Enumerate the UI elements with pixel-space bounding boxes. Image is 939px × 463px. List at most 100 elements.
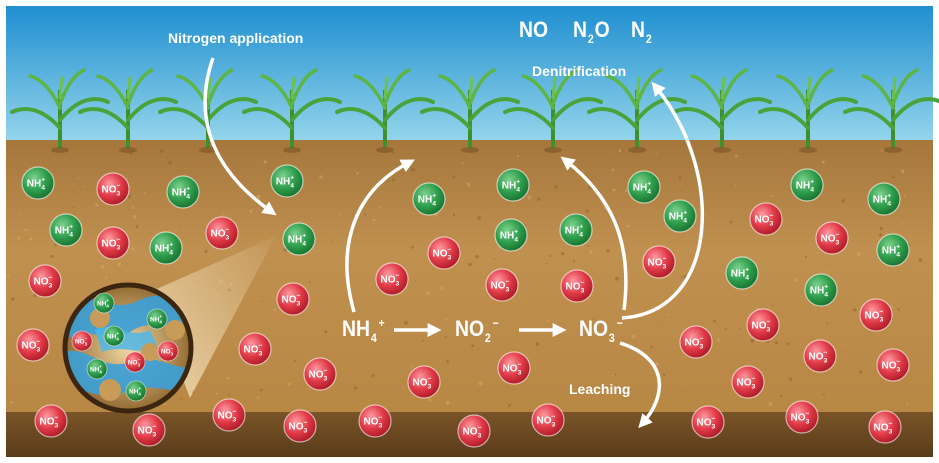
nitrate-ion: NO3− [96, 172, 130, 206]
svg-text:NH4+: NH4+ [129, 386, 141, 396]
ammonium-ion: NH4+ [412, 182, 446, 216]
svg-text:NO3−: NO3− [34, 275, 53, 290]
svg-text:NO3−: NO3− [755, 213, 774, 228]
svg-text:NH4+: NH4+ [97, 298, 109, 308]
nitrate-ion: NO3− [124, 351, 146, 373]
nitrogen-application-arrow [203, 57, 277, 216]
nitrate-ion: NO3− [803, 339, 837, 373]
corn-plant [503, 68, 603, 153]
nitrate-ion: NO3− [212, 398, 246, 432]
svg-text:NH4+: NH4+ [155, 242, 173, 257]
svg-text:NH4+: NH4+ [150, 314, 162, 324]
soil-ions: NH4+ NO3− NH4+ NH4+ NH4+ NH4+ NH4+ NH4+ NH4+ NH4+… [16, 164, 910, 448]
ammonium-ion: NH4+ [146, 308, 168, 330]
svg-text:NH4+: NH4+ [276, 175, 294, 190]
svg-text:NH4+: NH4+ [90, 364, 102, 374]
leaching-arrow [619, 341, 662, 429]
ammonium-ion: NH4+ [725, 256, 759, 290]
nitrate-ion: NO3− [34, 404, 68, 438]
nitrate-ion: NO3− [71, 330, 93, 352]
svg-text:NH4+: NH4+ [107, 331, 119, 341]
svg-text:NH4+: NH4+ [172, 186, 190, 201]
ammonium-ion: NH4+ [804, 273, 838, 307]
nitrate-ion: NO3− [785, 400, 819, 434]
nitrate-ion: NO3− [691, 405, 725, 439]
nitrate-ion: NO3− [642, 245, 676, 279]
svg-text:NO3−: NO3− [537, 414, 556, 429]
nitrate-ion: NO3− [560, 269, 594, 303]
nitrate-ion: NO3− [859, 298, 893, 332]
nitrate-ion: NO3− [96, 226, 130, 260]
ammonium-ion: NH4+ [21, 166, 55, 200]
corn-plant [843, 68, 939, 153]
ammonium-ion: NH4+ [86, 358, 108, 380]
svg-text:NH4+: NH4+ [669, 210, 687, 225]
corn-plant [420, 68, 520, 153]
svg-text:NO3−: NO3− [102, 237, 121, 252]
svg-text:NO3−: NO3− [809, 350, 828, 365]
nitrate-ion: NO3− [276, 282, 310, 316]
corn-plant [242, 68, 342, 153]
nitrate-ion: NO3− [457, 414, 491, 448]
corn-plant [335, 68, 435, 153]
ammonium-ion: NH4+ [125, 380, 147, 402]
nitrate-ion: NO3− [303, 357, 337, 391]
gas-dinitrogen: N2 [631, 17, 652, 46]
ammonium-ion: NH4+ [149, 231, 183, 265]
ammonium-ion: NH4+ [663, 199, 697, 233]
svg-text:NO3−: NO3− [161, 346, 174, 356]
svg-text:NO3−: NO3− [752, 319, 771, 334]
svg-text:NO3−: NO3− [874, 421, 893, 436]
nitrate-ion: NO3− [497, 351, 531, 385]
ammonium-ion: NH4+ [876, 233, 910, 267]
nitrate-ion: NO3− [407, 365, 441, 399]
svg-text:NO3−: NO3− [865, 309, 884, 324]
svg-text:NH4+: NH4+ [500, 229, 518, 244]
svg-text:NO3−: NO3− [381, 273, 400, 288]
ammonium-ion: NH4+ [494, 218, 528, 252]
nitrate-ion: NO3− [815, 221, 849, 255]
nitrate-ion: NO3− [205, 216, 239, 250]
svg-text:NH4+: NH4+ [288, 233, 306, 248]
svg-text:NO3−: NO3− [685, 336, 704, 351]
ammonium-ion: NH4+ [496, 168, 530, 202]
nitrogen-application-label: Nitrogen application [168, 30, 304, 46]
nitrate-ion: NO3− [358, 404, 392, 438]
svg-text:NO3−: NO3− [40, 415, 59, 430]
gas-nitrous-oxide: N2O [573, 17, 610, 46]
corn-plant [10, 68, 110, 153]
nitrate-ion: NO3− [731, 365, 765, 399]
svg-text:NO3−: NO3− [211, 227, 230, 242]
svg-text:NO3−: NO3− [413, 376, 432, 391]
svg-text:NO3−: NO3− [138, 424, 157, 439]
svg-text:NH4+: NH4+ [810, 284, 828, 299]
nitrate-ion: NO3− [679, 325, 713, 359]
nitrate-ion: NO3− [868, 410, 902, 444]
nitrate-ion: NO3− [28, 264, 62, 298]
nitrate-ion: NO3− [16, 328, 50, 362]
svg-text:NH4+: NH4+ [731, 267, 749, 282]
nitrate-ion: NO3− [132, 413, 166, 447]
nitrate-ion: NO3− [283, 409, 317, 443]
svg-text:NO3−: NO3− [433, 247, 452, 262]
nitrate-ion: NO3− [531, 403, 565, 437]
nitrate-ion: NO3− [876, 348, 910, 382]
svg-text:NO3−: NO3− [737, 376, 756, 391]
nitrate-ion: NO3− [749, 202, 783, 236]
ammonium-ion: NH4+ [93, 292, 115, 314]
nitrate-ion: NO3− [157, 340, 179, 362]
svg-text:NO3−: NO3− [566, 280, 585, 295]
svg-text:NO3−: NO3− [648, 256, 667, 271]
leaching-label: Leaching [569, 381, 631, 397]
svg-text:NH4+: NH4+ [633, 181, 651, 196]
svg-text:NH4+: NH4+ [882, 244, 900, 259]
nitrification-arrow-to-surface [345, 159, 415, 313]
svg-text:NO3−: NO3− [128, 357, 141, 367]
svg-text:NO3−: NO3− [364, 415, 383, 430]
svg-text:NO3−: NO3− [503, 362, 522, 377]
gas-nitric-oxide: NO [519, 17, 549, 42]
nitrate-ion: NO3− [485, 268, 519, 302]
svg-text:NO3−: NO3− [22, 339, 41, 354]
svg-text:NH4+: NH4+ [796, 179, 814, 194]
